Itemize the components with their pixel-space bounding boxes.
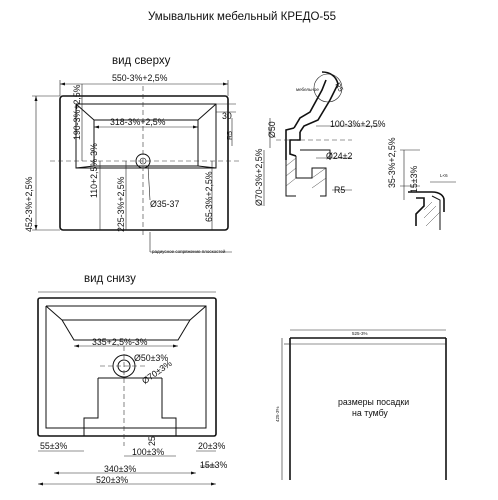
edge-section-drawing bbox=[400, 149, 456, 230]
dim-bowl-front: 190-3%+2,5% bbox=[72, 84, 82, 140]
side-mark: R5 bbox=[227, 131, 234, 140]
bottom-view-heading: вид снизу bbox=[84, 273, 136, 285]
dim-hole-dia: Ø35-37 bbox=[150, 199, 180, 209]
section-d24: Ø24±2 bbox=[326, 151, 353, 161]
note-radius: радиусное сопряжение плоскостей bbox=[152, 249, 226, 254]
cabinet-note-line1: размеры посадки bbox=[338, 397, 410, 407]
dim-h25: 25 bbox=[147, 436, 157, 446]
section-d100: 100-3%+2,5% bbox=[330, 119, 386, 129]
dim-hole-y: 225-3%+2,5% bbox=[116, 176, 126, 232]
dim-w100: 100±3% bbox=[132, 447, 165, 457]
dim-w340: 340±3% bbox=[104, 464, 137, 474]
section-dia70: Ø70-3%+2,5% bbox=[254, 148, 264, 206]
cabinet-height-small: 425-3% bbox=[275, 406, 280, 422]
dim-w15: 15±3% bbox=[200, 460, 228, 470]
dim-overall-height: 452-3%+2,5% bbox=[24, 176, 34, 232]
section-dia50: Ø50 bbox=[267, 121, 277, 138]
dim-hole-offset: 110+2,5%-3% bbox=[89, 143, 99, 198]
dim-w20: 20±3% bbox=[198, 441, 226, 451]
dim-bowl-width: 318-3%+2,5% bbox=[110, 117, 166, 127]
dim-w55: 55±3% bbox=[40, 441, 68, 451]
dim-top-width: 550-3%+2,5% bbox=[112, 73, 168, 83]
cabinet-outline-drawing bbox=[281, 329, 447, 480]
section-profile-drawing bbox=[263, 71, 380, 206]
dim-inner: 335+2,5%-3% bbox=[92, 337, 148, 347]
edge-note: L<6 bbox=[440, 173, 448, 178]
dim-w520: 520±3% bbox=[96, 475, 129, 485]
section-r5b: R5 bbox=[334, 185, 346, 195]
edge-h35: 35-3%+2,5% bbox=[387, 137, 397, 188]
cabinet-width-small: 525-3% bbox=[352, 331, 368, 336]
dim-d50: Ø50±3% bbox=[134, 353, 169, 363]
dim-rim: 30 bbox=[222, 111, 232, 121]
edge-h15: 15±3% bbox=[409, 165, 419, 193]
bottom-view-drawing bbox=[37, 291, 217, 486]
dim-right-depth: 65-3%+2,5% bbox=[204, 171, 214, 222]
drawing-title: Умывальник мебельный КРЕДО-55 bbox=[148, 11, 337, 23]
cabinet-note-line2: на тумбу bbox=[352, 408, 388, 418]
top-view-heading: вид сверху bbox=[112, 55, 171, 67]
section-small-label: мебельное bbox=[296, 87, 319, 92]
top-view-drawing bbox=[32, 80, 240, 253]
